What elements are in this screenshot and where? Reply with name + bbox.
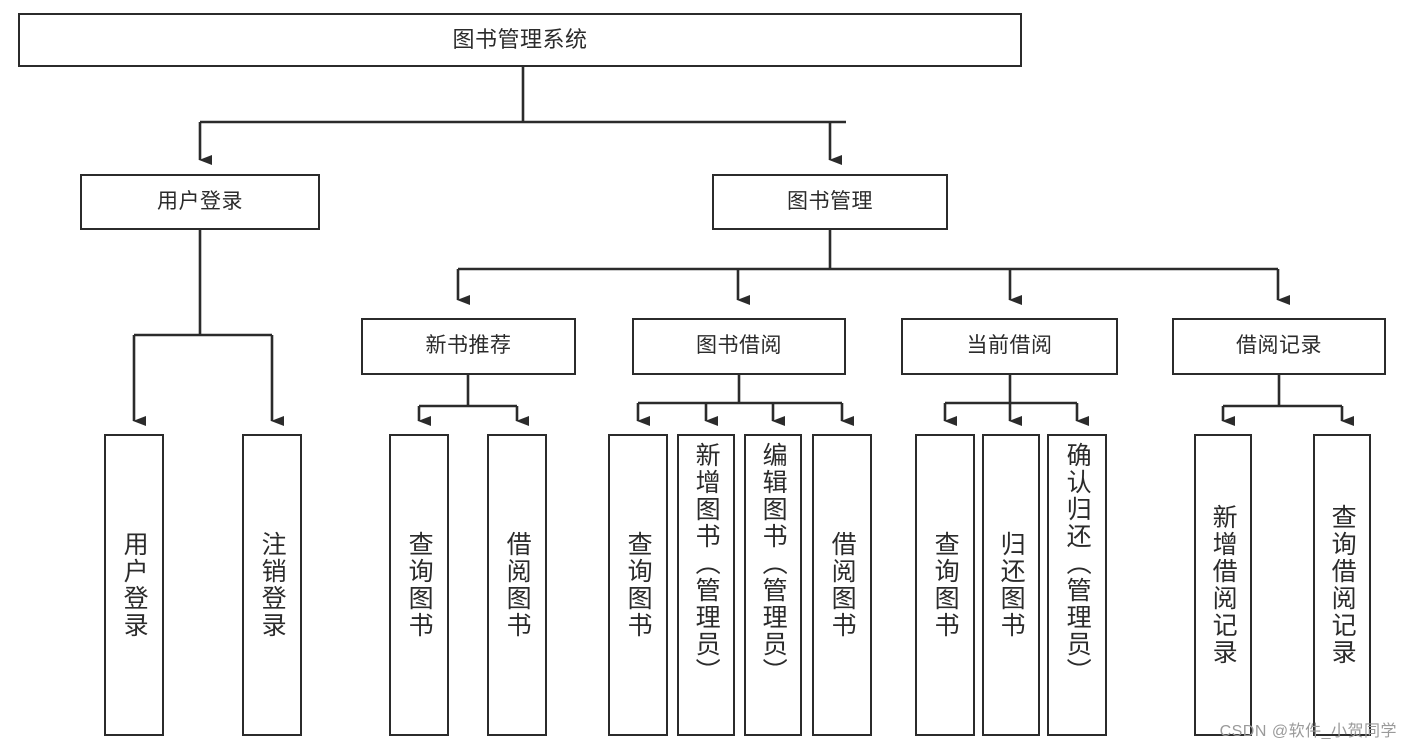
watermark-text: CSDN @软件_小贺同学: [1219, 723, 1397, 740]
node-label: 查询图书: [931, 531, 960, 639]
node-label: 借阅图书: [503, 531, 532, 639]
node-user-login[interactable]: 用户登录: [80, 174, 320, 230]
leaf-query-book-current[interactable]: 查询图书: [915, 434, 975, 736]
node-label: 确认归还（管理员）: [1063, 442, 1092, 685]
leaf-query-borrow-record[interactable]: 查询借阅记录: [1313, 434, 1371, 736]
node-label: 归还图书: [997, 531, 1026, 639]
leaf-confirm-return-admin[interactable]: 确认归还（管理员）: [1047, 434, 1107, 736]
leaf-borrow-book-recommend[interactable]: 借阅图书: [487, 434, 547, 736]
leaf-return-book[interactable]: 归还图书: [982, 434, 1040, 736]
node-label: 注销登录: [258, 531, 287, 639]
node-label: 借阅图书: [828, 531, 857, 639]
node-new-book-recommend[interactable]: 新书推荐: [361, 318, 576, 375]
node-label: 图书借阅: [696, 334, 782, 358]
leaf-query-book-borrow[interactable]: 查询图书: [608, 434, 668, 736]
leaf-add-book-admin[interactable]: 新增图书（管理员）: [677, 434, 735, 736]
leaf-query-book-recommend[interactable]: 查询图书: [389, 434, 449, 736]
node-label: 新增图书（管理员）: [692, 442, 721, 685]
node-label: 用户登录: [157, 189, 243, 213]
leaf-borrow-book[interactable]: 借阅图书: [812, 434, 872, 736]
node-current-borrow[interactable]: 当前借阅: [901, 318, 1118, 375]
leaf-add-borrow-record[interactable]: 新增借阅记录: [1194, 434, 1252, 736]
node-book-management[interactable]: 图书管理: [712, 174, 948, 230]
leaf-user-login[interactable]: 用户登录: [104, 434, 164, 736]
node-borrow-record[interactable]: 借阅记录: [1172, 318, 1386, 375]
node-label: 新增借阅记录: [1209, 504, 1238, 666]
node-label: 编辑图书（管理员）: [759, 442, 788, 685]
node-label: 当前借阅: [966, 334, 1053, 358]
node-label: 查询借阅记录: [1328, 504, 1357, 666]
leaf-edit-book-admin[interactable]: 编辑图书（管理员）: [744, 434, 802, 736]
node-label: 查询图书: [405, 531, 434, 639]
node-label: 图书管理: [787, 189, 873, 213]
leaf-user-logout[interactable]: 注销登录: [242, 434, 302, 736]
node-root-system[interactable]: 图书管理系统: [18, 13, 1022, 67]
node-label: 借阅记录: [1236, 334, 1322, 358]
node-label: 查询图书: [624, 531, 653, 639]
node-label: 图书管理系统: [452, 27, 588, 53]
node-label: 新书推荐: [425, 334, 512, 358]
node-label: 用户登录: [120, 531, 149, 639]
node-book-borrow[interactable]: 图书借阅: [632, 318, 846, 375]
